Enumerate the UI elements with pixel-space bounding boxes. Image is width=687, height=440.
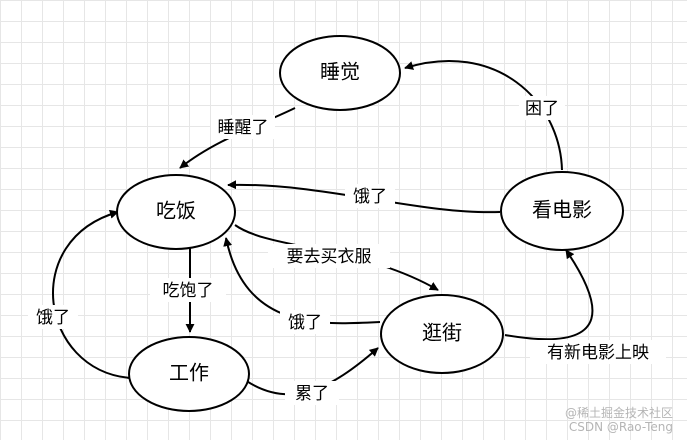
edge-label-stroll-to-eat: 饿了 <box>280 310 330 334</box>
svg-text:睡觉: 睡觉 <box>320 60 360 84</box>
svg-text:饿了: 饿了 <box>288 313 322 333</box>
edge-label-eat-to-work: 吃饱了 <box>150 278 226 302</box>
svg-text:吃饱了: 吃饱了 <box>163 281 214 301</box>
watermark-line-1: @稀土掘金技术社区 <box>564 406 673 420</box>
edge-label-work-to-eat: 饿了 <box>28 305 78 329</box>
edge-work-to-eat <box>52 209 131 379</box>
svg-text:逛街: 逛街 <box>422 321 462 345</box>
svg-text:饿了: 饿了 <box>353 187 387 207</box>
svg-text:看电影: 看电影 <box>532 198 592 222</box>
edge-label-sleep-to-eat: 睡醒了 <box>211 115 275 139</box>
node-work: 工作 <box>128 336 250 412</box>
svg-text:睡醒了: 睡醒了 <box>218 118 269 138</box>
svg-text:困了: 困了 <box>525 99 559 119</box>
node-stroll: 逛街 <box>380 294 504 374</box>
edge-movie-to-sleep <box>404 60 563 171</box>
edge-label-work-to-stroll: 累了 <box>285 381 339 405</box>
node-movie: 看电影 <box>500 171 624 251</box>
edge-label-movie-to-eat: 饿了 <box>345 184 395 208</box>
edge-label-eat-to-stroll: 要去买衣服 <box>268 244 390 268</box>
node-sleep: 睡觉 <box>279 35 401 111</box>
svg-text:饿了: 饿了 <box>36 308 70 328</box>
edge-stroll-to-movie <box>504 249 594 341</box>
edge-label-stroll-to-movie: 有新电影上映 <box>530 340 666 364</box>
edge-label-movie-to-sleep: 困了 <box>519 96 565 120</box>
svg-text:有新电影上映: 有新电影上映 <box>547 343 649 363</box>
watermark-line-2: CSDN @Rao-Teng <box>568 420 673 434</box>
svg-text:吃饭: 吃饭 <box>156 199 196 223</box>
svg-text:累了: 累了 <box>295 384 329 404</box>
watermark: @稀土掘金技术社区 CSDN @Rao-Teng <box>565 406 673 434</box>
svg-text:要去买衣服: 要去买衣服 <box>287 247 372 267</box>
node-eat: 吃饭 <box>116 174 236 250</box>
svg-text:工作: 工作 <box>169 361 209 385</box>
